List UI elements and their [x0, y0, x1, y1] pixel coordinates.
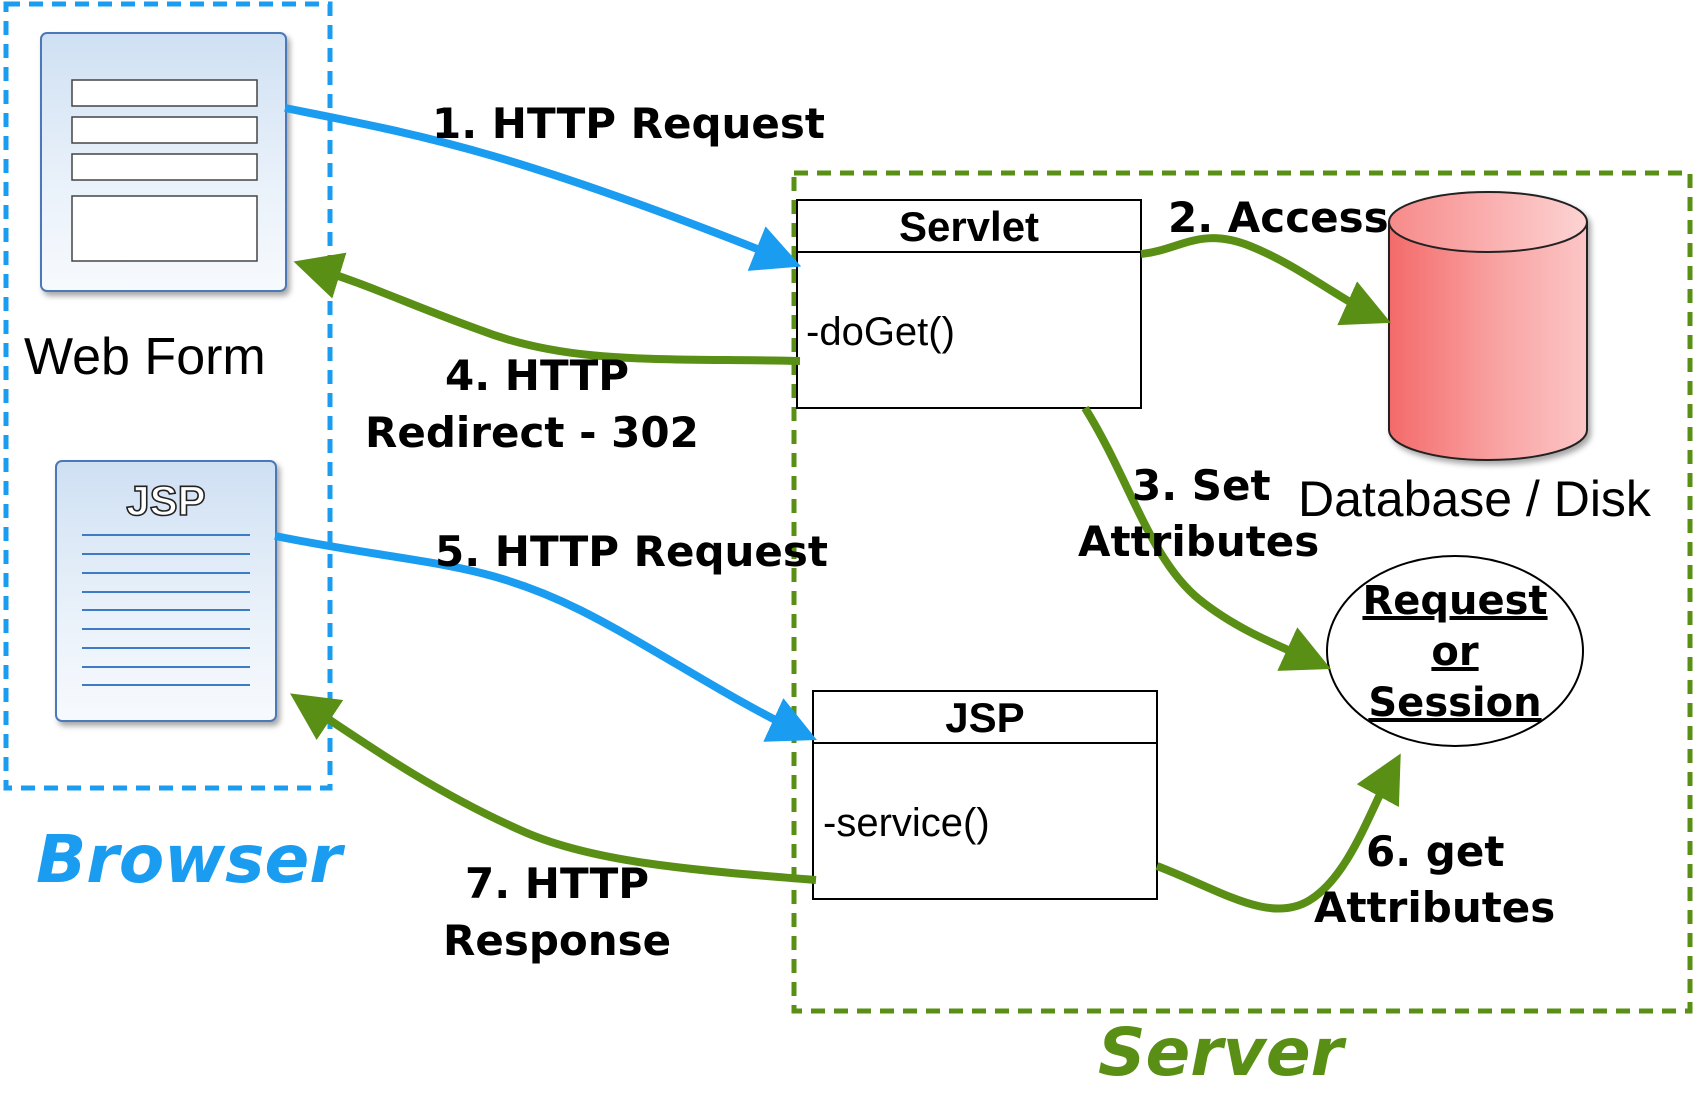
scope-line1: Request — [1362, 578, 1547, 624]
servlet-title: Servlet — [899, 203, 1039, 250]
scope-line3: Session — [1368, 680, 1541, 726]
form-field-3 — [71, 153, 258, 181]
servlet-method: -doGet() — [806, 310, 955, 354]
jsp-page-lines — [82, 534, 250, 686]
scope-line2: or — [1431, 629, 1478, 675]
step-6-label-line2: Attributes — [1314, 883, 1555, 932]
arrow-6-get-attributes — [1155, 753, 1401, 913]
arrow-7-http-response — [290, 693, 817, 884]
step-7-label-line2: Response — [443, 916, 671, 965]
database-label: Database / Disk — [1298, 471, 1652, 527]
arrow-3-set-attributes — [1081, 405, 1331, 671]
step-1-label: 1. HTTP Request — [432, 99, 825, 148]
jsp-method: -service() — [823, 801, 990, 845]
arrow-5-http-request — [274, 532, 817, 742]
jsp-title: JSP — [945, 694, 1024, 741]
browser-label: Browser — [36, 821, 345, 898]
form-field-1 — [71, 79, 258, 107]
jsp-page-label: JSP — [126, 477, 205, 524]
step-6-label-line1: 6. get — [1366, 827, 1504, 876]
arrow-4-redirect — [293, 252, 801, 365]
database-cylinder-icon — [1388, 191, 1588, 461]
step-3-label-line2: Attributes — [1078, 517, 1319, 566]
web-form-label: Web Form — [24, 328, 266, 386]
servlet-box — [796, 199, 1142, 409]
jsp-box — [812, 690, 1158, 900]
browser-region — [3, 1, 333, 791]
step-4-label-line1: 4. HTTP — [445, 351, 629, 400]
step-4-label-line2: Redirect - 302 — [365, 408, 699, 457]
server-region — [791, 170, 1693, 1014]
step-2-label: 2. Access — [1168, 193, 1389, 242]
step-5-label: 5. HTTP Request — [435, 527, 828, 576]
step-7-label-line1: 7. HTTP — [465, 859, 649, 908]
step-3-label-line1: 3. Set — [1132, 461, 1271, 510]
server-label: Server — [1098, 1014, 1347, 1091]
arrow-1-http-request — [284, 104, 802, 271]
form-textarea — [71, 195, 258, 262]
arrow-2-access — [1140, 234, 1391, 326]
form-field-2 — [71, 116, 258, 144]
